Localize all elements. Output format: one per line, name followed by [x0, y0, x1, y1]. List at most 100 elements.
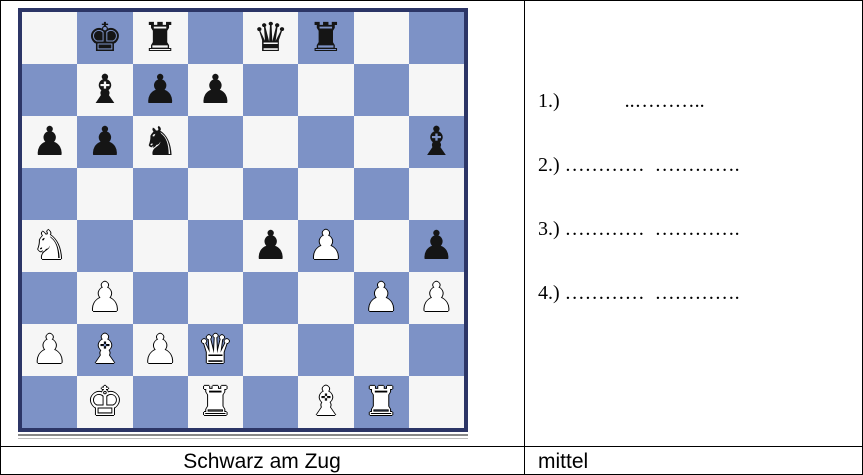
side-to-move-label: Schwarz am Zug [183, 450, 341, 473]
move-line-2[interactable]: 2.) ………… …………. [538, 154, 740, 176]
white-king-icon[interactable]: ♚ [86, 379, 123, 425]
board-square[interactable]: ♟ [22, 116, 78, 168]
board-square[interactable] [243, 324, 299, 376]
black-queen-icon[interactable]: ♛ [252, 15, 289, 61]
board-square[interactable]: ♟ [408, 272, 464, 324]
move-line-3[interactable]: 3.) ………… …………. [538, 218, 740, 240]
black-pawn-icon[interactable]: ♟ [252, 223, 289, 269]
board-square[interactable] [243, 272, 299, 324]
board-square[interactable]: ♝ [298, 376, 354, 428]
move-line-1[interactable]: 1.) ..……….. [538, 90, 705, 112]
black-pawn-icon[interactable]: ♟ [418, 223, 455, 269]
board-square[interactable] [298, 116, 354, 168]
white-pawn-icon[interactable]: ♟ [142, 327, 179, 373]
board-square[interactable]: ♟ [77, 116, 133, 168]
board-square[interactable] [243, 116, 299, 168]
board-square[interactable] [298, 168, 354, 220]
board-square[interactable] [77, 220, 133, 272]
board-square[interactable]: ♟ [298, 220, 354, 272]
board-square[interactable] [22, 64, 78, 116]
black-pawn-icon[interactable]: ♟ [142, 67, 179, 113]
black-king-icon[interactable]: ♚ [86, 15, 123, 61]
white-pawn-icon[interactable]: ♟ [31, 327, 68, 373]
board-square[interactable] [408, 168, 464, 220]
white-pawn-icon[interactable]: ♟ [86, 275, 123, 321]
board-square[interactable]: ♟ [353, 272, 409, 324]
black-bishop-icon[interactable]: ♝ [418, 119, 455, 165]
white-bishop-icon[interactable]: ♝ [307, 379, 344, 425]
board-square[interactable]: ♜ [132, 12, 188, 64]
board-square[interactable]: ♚ [77, 376, 133, 428]
board-square[interactable]: ♟ [408, 220, 464, 272]
board-square[interactable] [77, 168, 133, 220]
white-queen-icon[interactable]: ♛ [197, 327, 234, 373]
column-divider [524, 0, 525, 475]
board-square[interactable] [22, 168, 78, 220]
board-square[interactable] [353, 220, 409, 272]
board-square[interactable] [187, 12, 243, 64]
board-square[interactable] [187, 220, 243, 272]
board-square[interactable]: ♟ [132, 64, 188, 116]
board-square[interactable]: ♛ [243, 12, 299, 64]
board-square[interactable] [353, 168, 409, 220]
board-square[interactable] [243, 64, 299, 116]
board-square[interactable] [298, 324, 354, 376]
white-pawn-icon[interactable]: ♟ [307, 223, 344, 269]
board-square[interactable] [187, 116, 243, 168]
black-pawn-icon[interactable]: ♟ [86, 119, 123, 165]
white-pawn-icon[interactable]: ♟ [363, 275, 400, 321]
board-square[interactable]: ♝ [77, 324, 133, 376]
board-square[interactable]: ♚ [77, 12, 133, 64]
black-knight-icon[interactable]: ♞ [142, 119, 179, 165]
black-pawn-icon[interactable]: ♟ [31, 119, 68, 165]
white-pawn-icon[interactable]: ♟ [418, 275, 455, 321]
board-square[interactable]: ♜ [298, 12, 354, 64]
board-square[interactable] [132, 376, 188, 428]
board-square[interactable] [132, 168, 188, 220]
board-square[interactable] [408, 12, 464, 64]
board-square[interactable] [22, 12, 78, 64]
board-square[interactable] [353, 64, 409, 116]
board-square[interactable] [408, 64, 464, 116]
black-pawn-icon[interactable]: ♟ [197, 67, 234, 113]
difficulty-label: mittel [538, 450, 589, 473]
board-square[interactable] [298, 272, 354, 324]
board-square[interactable] [243, 376, 299, 428]
board-square[interactable]: ♟ [22, 324, 78, 376]
board-square[interactable] [187, 272, 243, 324]
caption-divider [0, 446, 863, 447]
white-rook-icon[interactable]: ♜ [363, 379, 400, 425]
white-rook-icon[interactable]: ♜ [197, 379, 234, 425]
board-square[interactable]: ♟ [77, 272, 133, 324]
board-square[interactable]: ♜ [187, 376, 243, 428]
board-square[interactable] [353, 116, 409, 168]
board-square[interactable]: ♟ [243, 220, 299, 272]
board-square[interactable] [22, 376, 78, 428]
board-square[interactable] [187, 168, 243, 220]
board-underline [18, 434, 468, 436]
white-knight-icon[interactable]: ♞ [31, 223, 68, 269]
board-square[interactable]: ♝ [408, 116, 464, 168]
board-square[interactable]: ♟ [187, 64, 243, 116]
chess-board: ♚ ♜ ♛ ♜ ♝ ♟ ♟ ♟ ♟ ♞ ♝ ♞ ♟ ♟ ♟ ♟ ♟ ♟ ♟ ♝ ♟ ♛ ♚ ♜ ♝ ♜ [22, 12, 464, 428]
board-square[interactable]: ♝ [77, 64, 133, 116]
white-bishop-icon[interactable]: ♝ [86, 327, 123, 373]
board-square[interactable] [298, 64, 354, 116]
board-square[interactable] [132, 220, 188, 272]
black-bishop-icon[interactable]: ♝ [86, 67, 123, 113]
black-rook-icon[interactable]: ♜ [307, 15, 344, 61]
board-square[interactable] [408, 376, 464, 428]
board-square[interactable]: ♜ [353, 376, 409, 428]
board-square[interactable] [353, 324, 409, 376]
board-square[interactable]: ♞ [132, 116, 188, 168]
black-rook-icon[interactable]: ♜ [142, 15, 179, 61]
board-square[interactable] [132, 272, 188, 324]
board-square[interactable] [353, 12, 409, 64]
move-line-4[interactable]: 4.) ………… …………. [538, 282, 740, 304]
board-square[interactable] [22, 272, 78, 324]
board-square[interactable]: ♛ [187, 324, 243, 376]
board-square[interactable]: ♞ [22, 220, 78, 272]
board-square[interactable] [408, 324, 464, 376]
board-square[interactable]: ♟ [132, 324, 188, 376]
board-square[interactable] [243, 168, 299, 220]
